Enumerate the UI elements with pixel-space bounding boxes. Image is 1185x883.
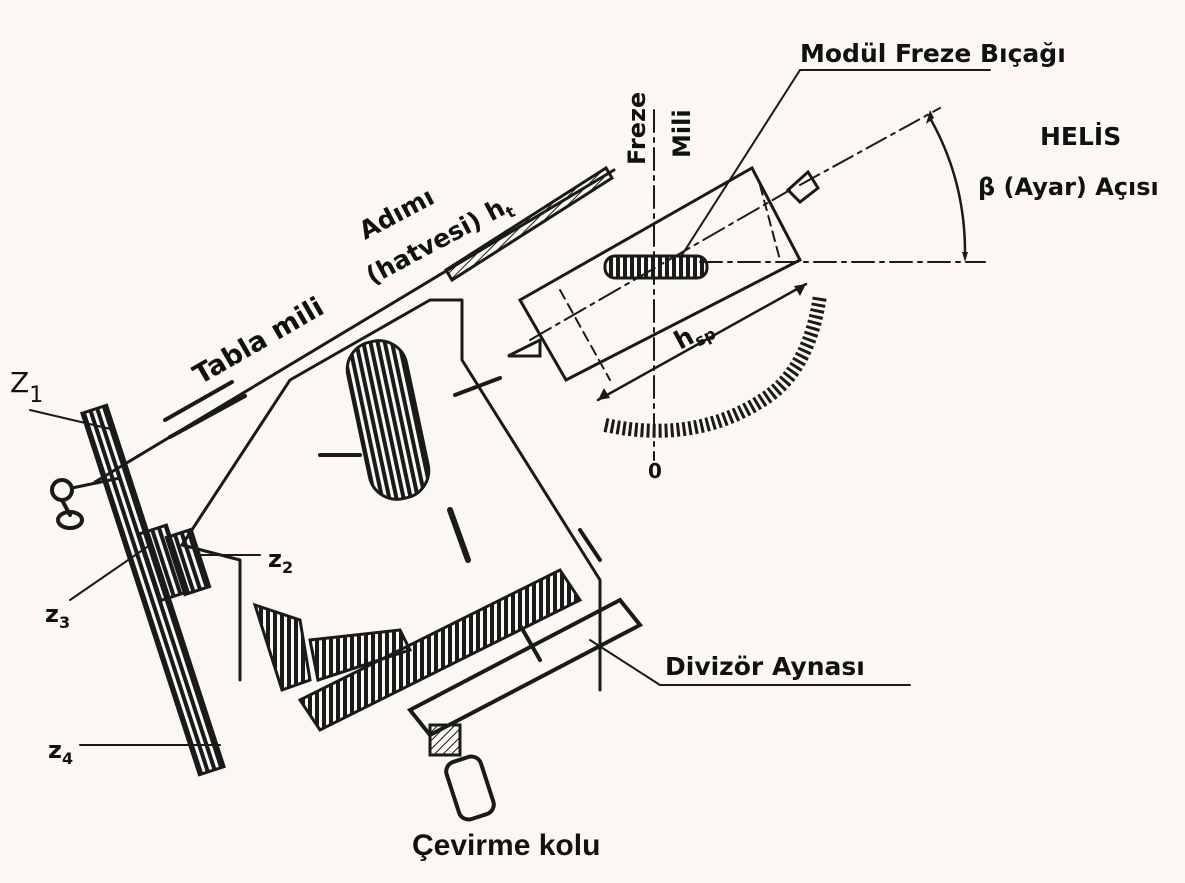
label-z3-sub: 3 — [59, 613, 70, 632]
label-z3-group: z3 — [45, 600, 70, 632]
label-z2: z — [268, 545, 282, 573]
hsp-arrow — [596, 282, 808, 402]
label-z2-group: z2 — [268, 545, 293, 577]
label-hsp-group: hsp — [669, 311, 719, 358]
label-z3: z — [45, 600, 59, 628]
label-helix-angle: β (Ayar) Açısı — [978, 173, 1159, 201]
label-cutter: Modül Freze Bıçağı — [800, 39, 1066, 68]
label-z2-sub: 2 — [282, 558, 293, 577]
label-crank: Çevirme kolu — [412, 829, 600, 862]
worm-shaft-lower — [447, 507, 471, 563]
divider-plate — [406, 528, 644, 738]
helix-angle-arc — [928, 116, 967, 254]
label-z1: Z — [10, 366, 29, 399]
label-divider-plate: Divizör Aynası — [665, 652, 865, 681]
table-shaft-bar-lower — [168, 394, 247, 439]
divider-gear — [297, 568, 583, 732]
hsp-arrowtail — [598, 388, 610, 400]
label-z4-sub: 4 — [62, 749, 73, 768]
label-z4: z — [48, 736, 62, 764]
crank-handle — [428, 723, 496, 822]
label-z4-group: z4 — [48, 736, 73, 768]
label-zero: 0 — [648, 459, 662, 483]
module-cutter — [603, 254, 709, 280]
bevel-gears — [252, 602, 413, 692]
svg-text:hsp: hsp — [669, 311, 719, 358]
lead-screw — [443, 165, 615, 283]
label-z1-group: Z1 — [10, 366, 43, 408]
label-table-shaft: Tabla mili — [188, 292, 329, 391]
table-shaft-bar — [163, 380, 234, 422]
cutter-leader — [679, 69, 801, 259]
label-z1-sub: 1 — [29, 383, 43, 408]
helix-line-upper — [799, 107, 941, 186]
worm-bearing — [453, 376, 502, 397]
z3-leader — [69, 544, 151, 601]
label-helix-title: HELİS — [1040, 121, 1121, 151]
divider-plate-leader — [589, 639, 661, 686]
worm-gear — [345, 339, 431, 501]
label-spindle-bottom: Mili — [668, 109, 696, 158]
index-scale-arc — [603, 293, 827, 438]
angle-arrow-top — [926, 110, 934, 124]
hand-wheel-z1 — [50, 476, 122, 530]
angle-arrow-bottom — [962, 252, 968, 262]
gear-z2-z3 — [136, 523, 212, 603]
label-spindle-top: Freze — [623, 92, 651, 165]
hsp-arrowhead — [794, 284, 806, 296]
z1-leader — [29, 409, 116, 431]
